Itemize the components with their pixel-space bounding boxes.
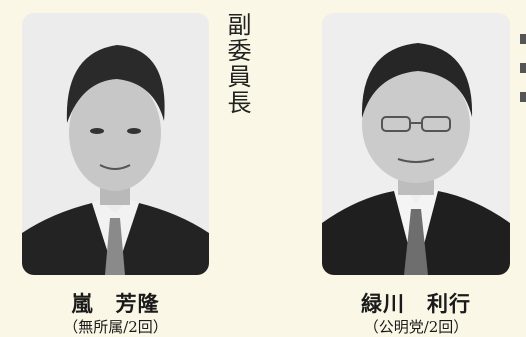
clipped-text-fragment [520,34,526,44]
role-title-vice-chair: 副委員長 [223,12,251,116]
clipped-text-fragment [520,63,526,73]
member-affiliation-1: （無所属/2回） [63,318,168,336]
member-photo-1 [22,13,209,275]
member-photo-2 [322,13,510,275]
clipped-text-fragment [520,92,526,102]
member-affiliation-2: （公明党/2回） [363,318,469,336]
person-portrait-icon [22,13,209,275]
member-name-2: 緑川 利行 [361,291,471,316]
member-name-1: 嵐 芳隆 [71,291,160,316]
person-portrait-icon [322,13,510,275]
